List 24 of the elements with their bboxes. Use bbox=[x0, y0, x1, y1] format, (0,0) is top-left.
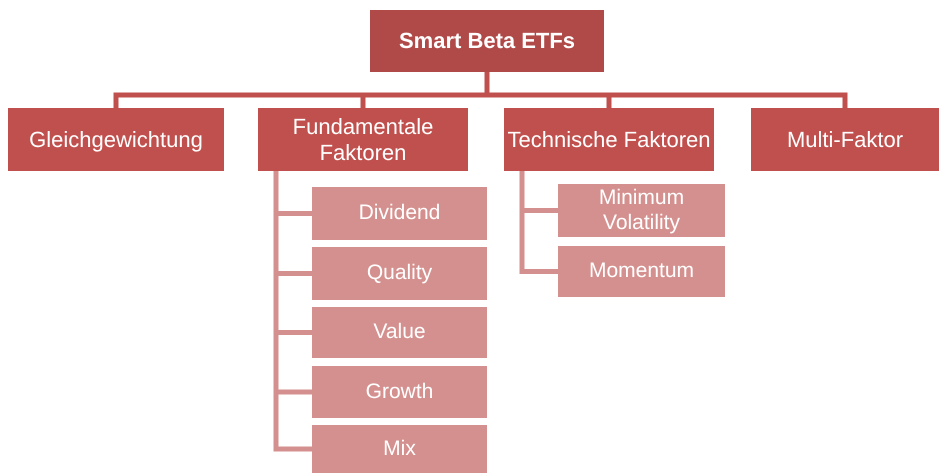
node-label: Dividend bbox=[358, 201, 440, 226]
node-label: Momentum bbox=[588, 259, 694, 284]
node-label: Minimum Volatility bbox=[598, 186, 686, 235]
node-label: Smart Beta ETFs bbox=[398, 28, 576, 54]
category-box bbox=[258, 108, 468, 171]
node-label: Fundamentale Faktoren bbox=[292, 114, 434, 165]
category-box bbox=[504, 108, 714, 171]
node-label: Quality bbox=[366, 261, 432, 286]
subcategory-box bbox=[312, 187, 487, 240]
subcategory-box bbox=[558, 246, 725, 297]
category-box bbox=[751, 108, 939, 171]
subcategory-box bbox=[312, 247, 487, 300]
subcategory-box bbox=[312, 366, 487, 418]
subcategory-box bbox=[312, 307, 487, 358]
root-box bbox=[370, 10, 604, 72]
node-label: Value bbox=[373, 320, 426, 345]
subcategory-box bbox=[558, 184, 725, 237]
subcategory-box bbox=[312, 425, 487, 473]
category-box bbox=[8, 108, 224, 171]
node-label: Technische Faktoren bbox=[508, 126, 710, 152]
node-label: Gleichgewichtung bbox=[29, 126, 203, 152]
node-label: Multi-Faktor bbox=[786, 126, 904, 152]
node-label: Growth bbox=[366, 380, 434, 404]
node-label: Mix bbox=[383, 436, 416, 462]
